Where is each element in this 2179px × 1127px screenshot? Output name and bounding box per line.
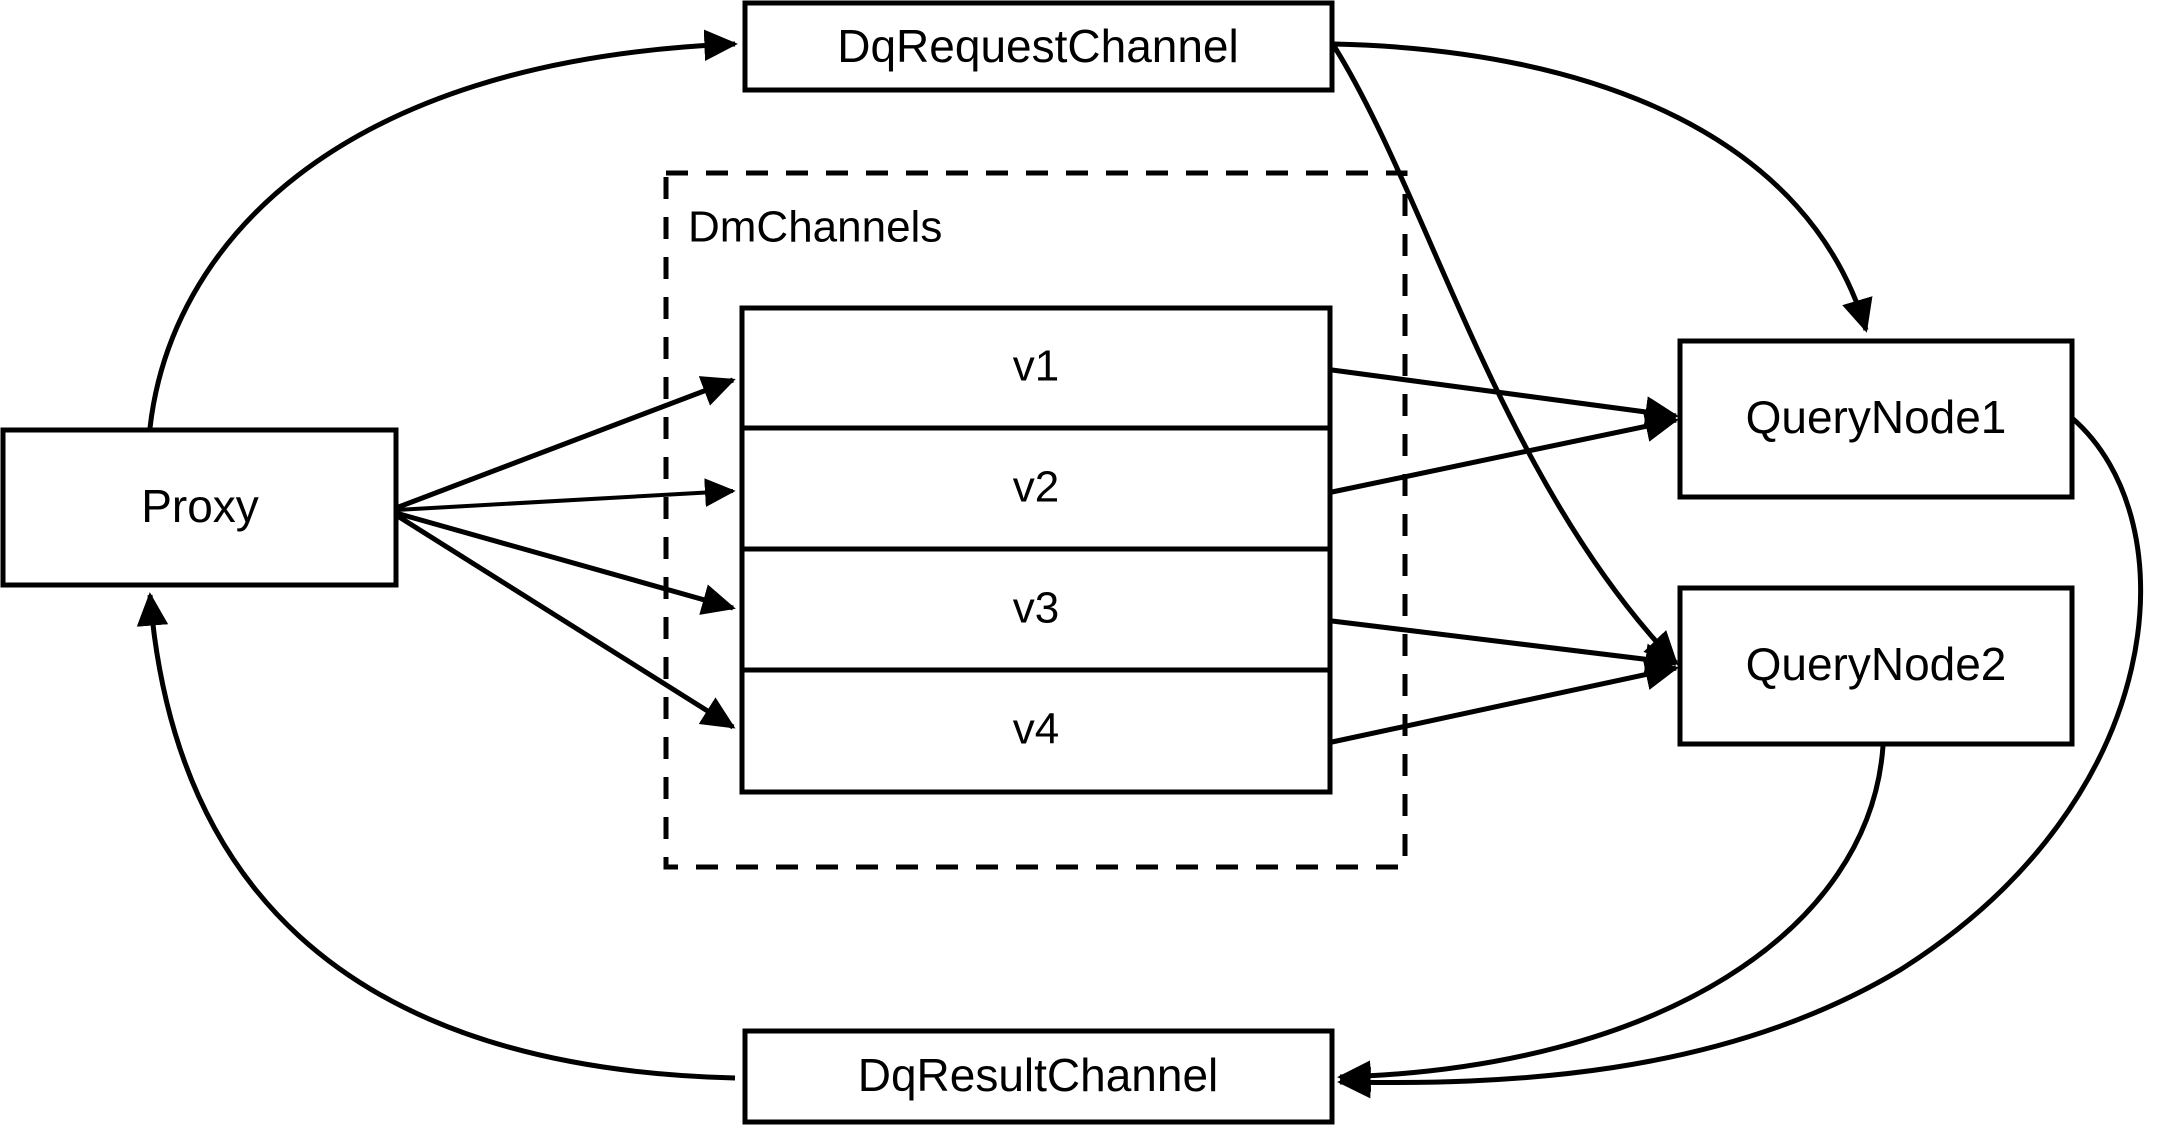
- edge-dqrequestchannel-to-querynode1: [1333, 41, 1873, 333]
- edge-v3-to-querynode2: [1331, 618, 1679, 675]
- edge-v4-to-querynode2: [1331, 659, 1679, 745]
- node-dqrequestchannel-box[interactable]: [742, 0, 1335, 93]
- edge-proxy-to-v4: [394, 512, 736, 730]
- dm-channel-row-v4[interactable]: v4: [1013, 705, 1059, 754]
- edge-proxy-to-v2: [395, 478, 736, 512]
- dm-channel-row-v3[interactable]: v3: [1013, 584, 1059, 633]
- node-dqrequestchannel-label: DqRequestChannel: [837, 20, 1239, 72]
- edge-proxy-to-v3: [395, 510, 736, 615]
- edge-v2-to-querynode1: [1331, 410, 1679, 495]
- edge-proxy-to-dqrequestchannel: [147, 29, 738, 429]
- node-proxy-box[interactable]: [0, 427, 399, 588]
- node-querynode1-label: QueryNode1: [1746, 391, 2007, 443]
- dm-channels-group-box: [663, 170, 1408, 870]
- edge-proxy-to-v1: [395, 376, 736, 511]
- dm-channels-group-label: DmChannels: [688, 203, 942, 252]
- dm-channel-row-v1[interactable]: v1: [1013, 342, 1059, 391]
- edge-dqrequestchannel-to-querynode2: [1331, 44, 1679, 666]
- edge-dqresultchannel-to-proxy: [136, 592, 736, 1081]
- dm-channel-row-v2[interactable]: v2: [1013, 463, 1059, 512]
- node-dqresultchannel-label: DqResultChannel: [858, 1049, 1219, 1101]
- node-proxy-label: Proxy: [141, 480, 259, 532]
- edge-querynode1-to-dqresultchannel: [1337, 416, 2144, 1099]
- node-querynode1-box[interactable]: [1677, 338, 2075, 500]
- node-querynode2-label: QueryNode2: [1746, 638, 2007, 690]
- node-dqresultchannel-box[interactable]: [742, 1028, 1335, 1125]
- edge-querynode2-to-dqresultchannel: [1337, 745, 1886, 1092]
- node-querynode2-box[interactable]: [1677, 585, 2075, 747]
- edge-v1-to-querynode1: [1331, 367, 1679, 428]
